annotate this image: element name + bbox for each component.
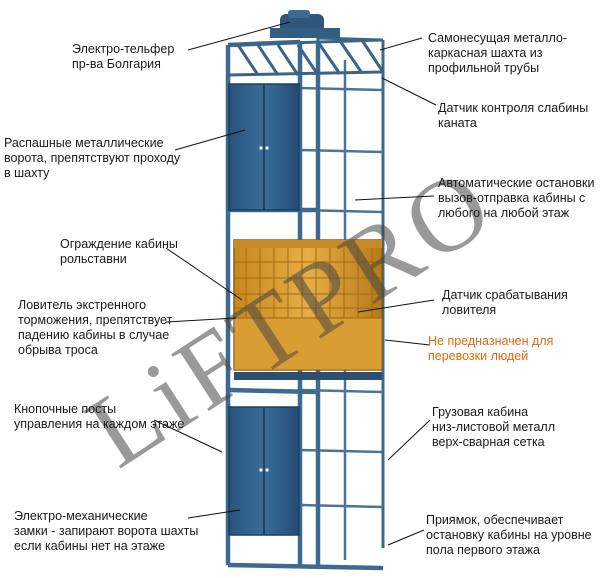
hoist-motor — [270, 10, 340, 38]
cargo-cabin — [233, 239, 383, 380]
leader-lines — [153, 21, 437, 546]
lower-shaft-door — [228, 406, 300, 536]
upper-shaft-door — [228, 83, 300, 211]
top-truss — [227, 38, 385, 77]
